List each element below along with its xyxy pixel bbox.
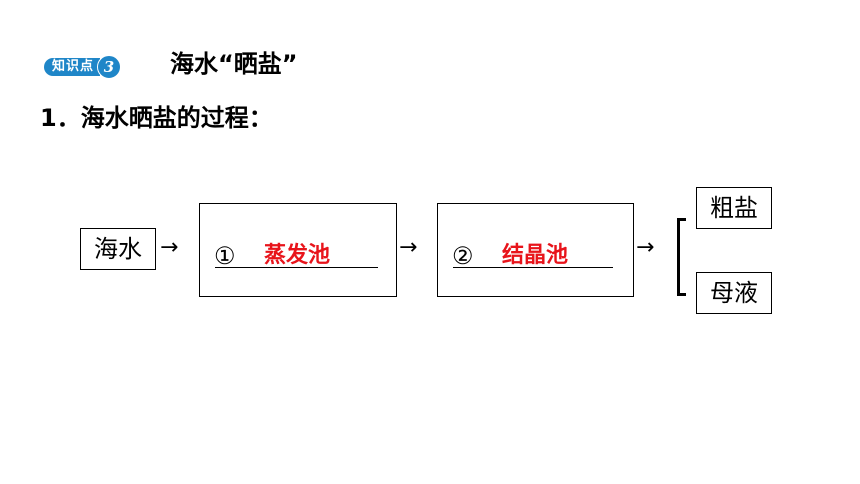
- badge-label: 知识点: [44, 58, 101, 76]
- step2-marker: ②: [452, 242, 474, 270]
- arrow-3-icon: →: [636, 235, 655, 260]
- step1-blank-line: [215, 267, 378, 268]
- section-title: 海水“晒盐”: [170, 50, 298, 78]
- step1-marker: ①: [214, 242, 236, 270]
- seawater-box: 海水: [80, 228, 156, 270]
- crude-salt-box: 粗盐: [696, 187, 772, 229]
- badge-number: 3: [97, 55, 122, 79]
- arrow-2-icon: →: [399, 235, 418, 260]
- process-heading: 1．海水晒盐的过程：: [40, 104, 273, 132]
- output-bracket: [677, 218, 686, 296]
- crude-salt-label: 粗盐: [710, 194, 758, 222]
- step1-answer: 蒸发池: [264, 243, 331, 268]
- step2-blank-line: [453, 267, 613, 268]
- step1-box: ① 蒸发池: [199, 203, 397, 297]
- mother-liquor-label: 母液: [710, 279, 758, 307]
- arrow-1-icon: →: [160, 235, 179, 260]
- step2-box: ② 结晶池: [437, 203, 634, 297]
- knowledge-point-badge: 知识点 3: [44, 55, 150, 79]
- mother-liquor-box: 母液: [696, 272, 772, 314]
- seawater-label: 海水: [94, 235, 142, 263]
- step2-answer: 结晶池: [502, 243, 569, 268]
